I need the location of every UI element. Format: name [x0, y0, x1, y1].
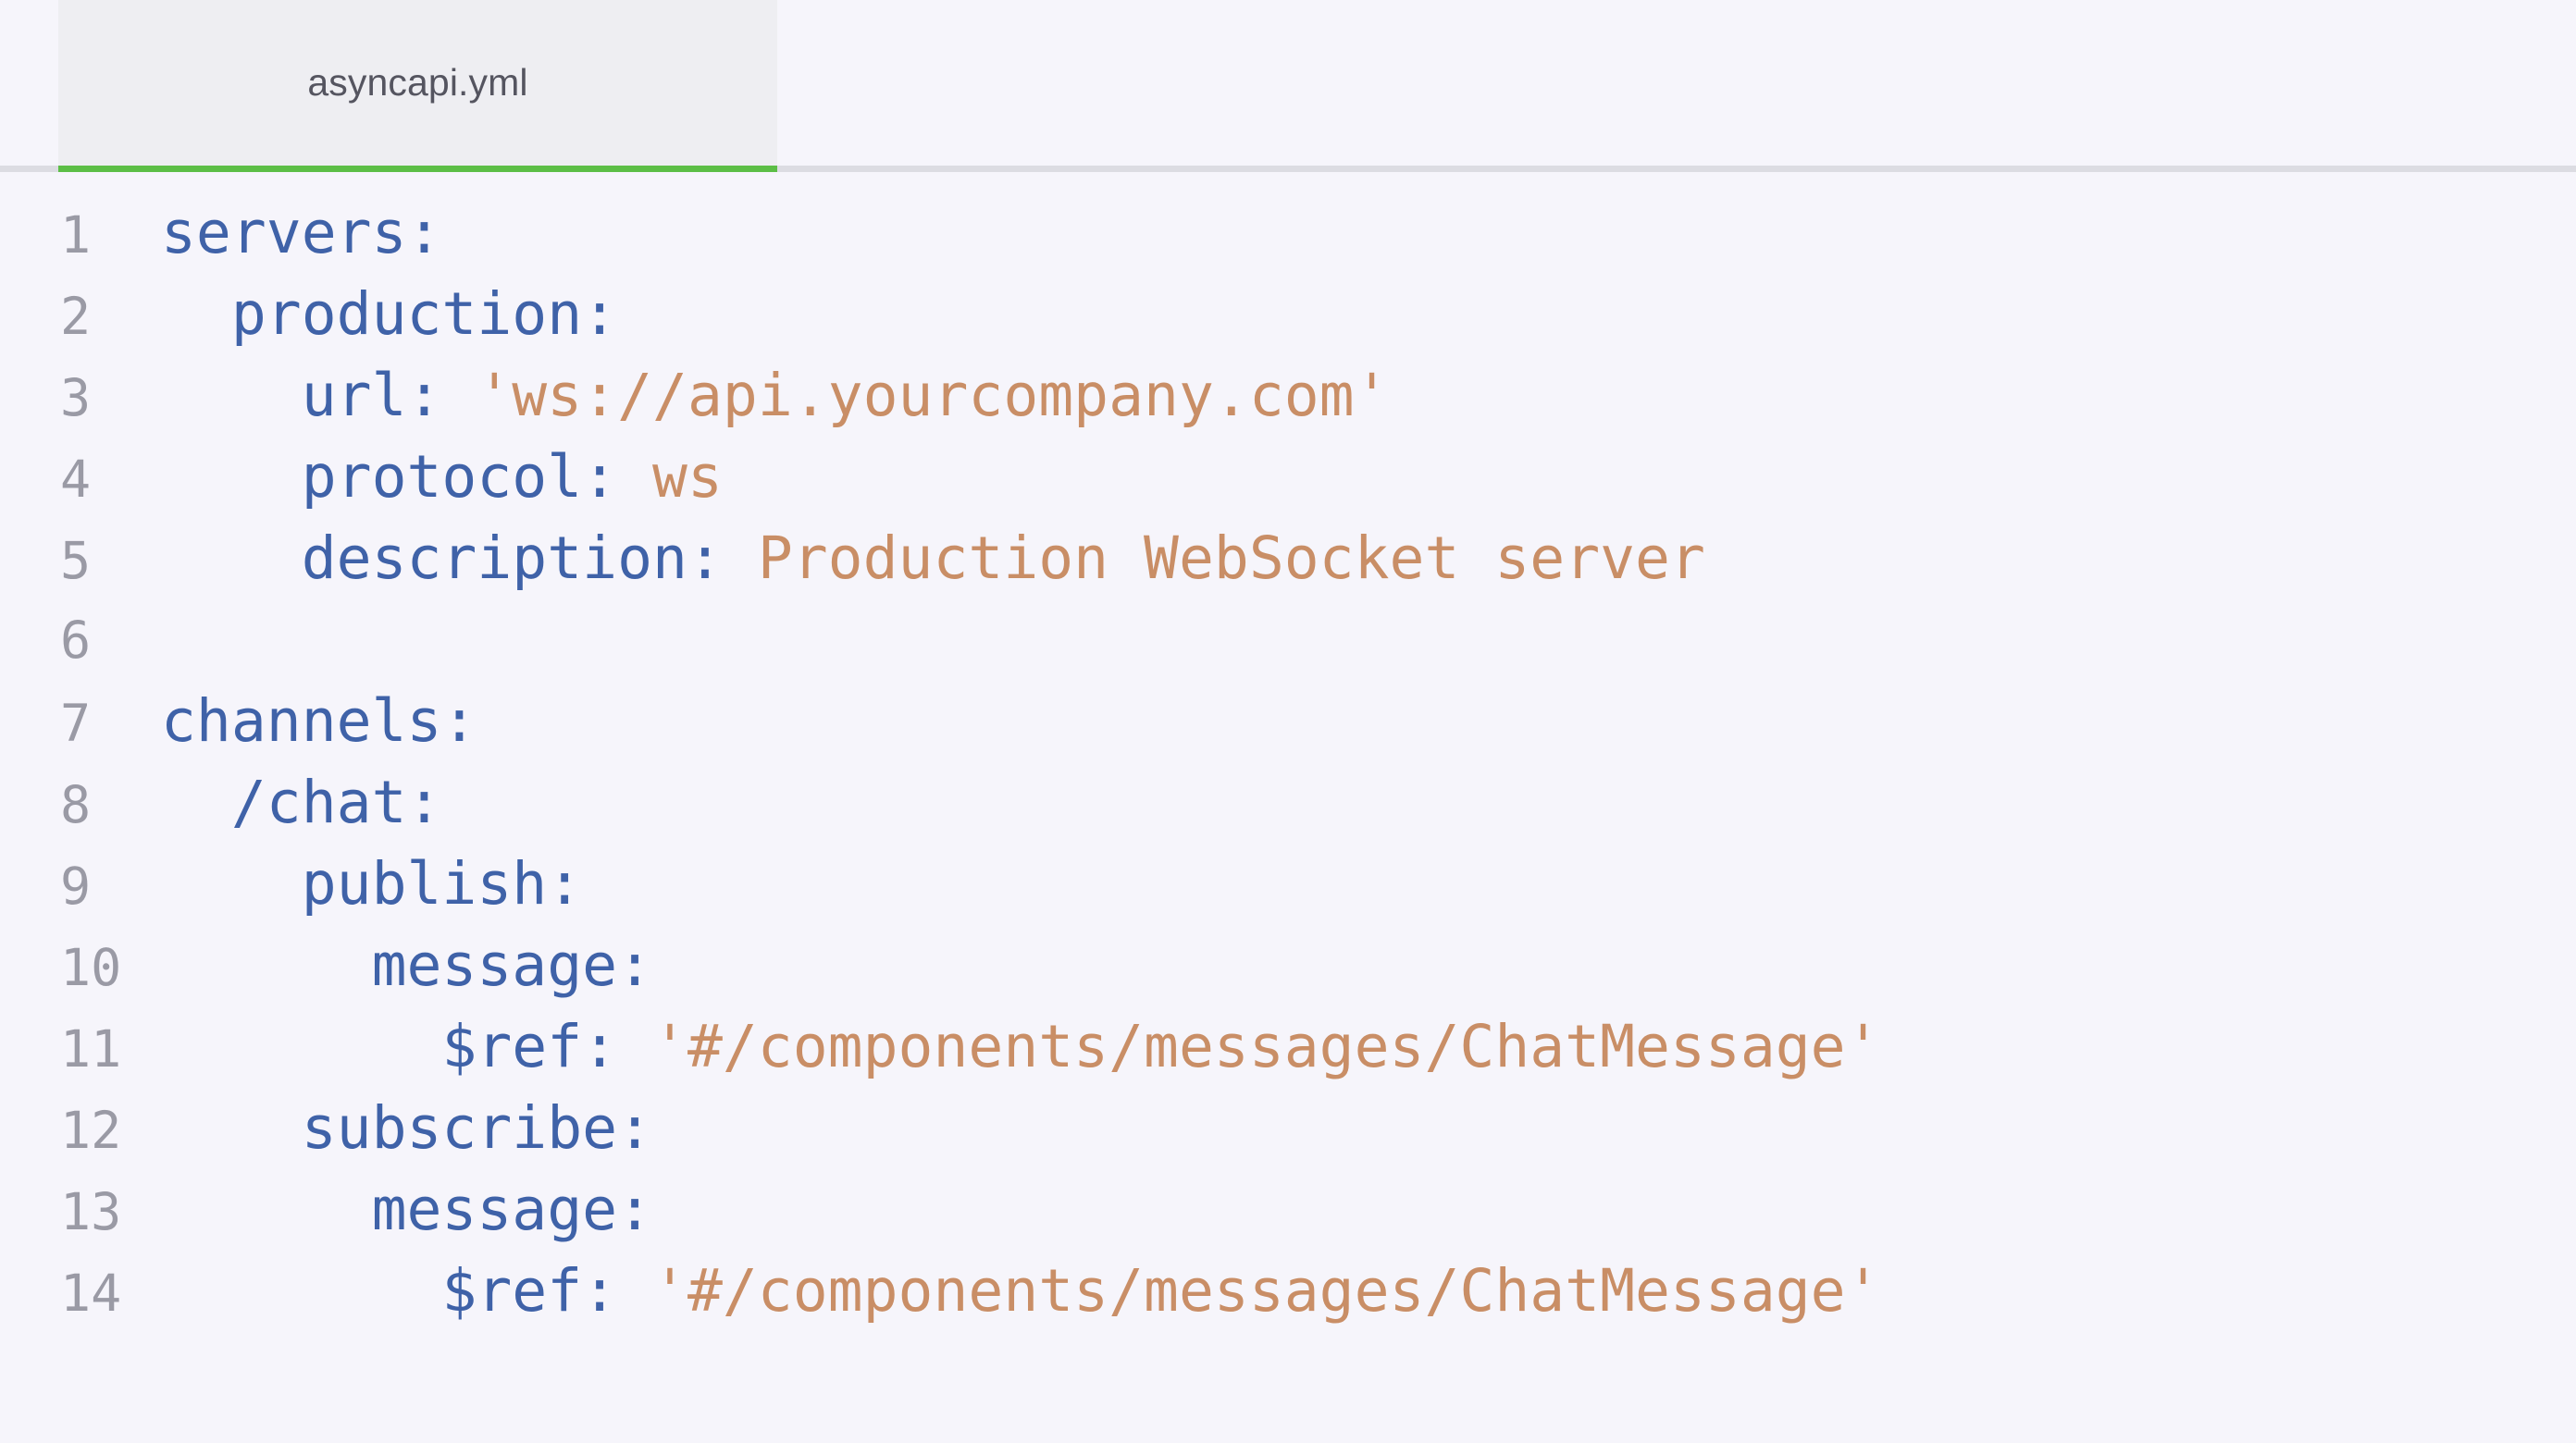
- yaml-key: $ref: [441, 1013, 583, 1080]
- code-line[interactable]: 7 channels:: [0, 681, 2576, 762]
- indent-spacer: [161, 524, 302, 592]
- code-line-text: subscribe:: [109, 1088, 652, 1169]
- line-number: 12: [60, 1101, 122, 1160]
- code-line-text: servers:: [109, 192, 441, 274]
- yaml-key: $ref: [441, 1257, 583, 1325]
- code-line[interactable]: 9 publish:: [0, 844, 2576, 925]
- code-line-text: $ref: '#/components/messages/ChatMessage…: [109, 1251, 1881, 1332]
- indent-spacer: [161, 1094, 302, 1162]
- yaml-key: channels: [161, 687, 442, 755]
- line-number: 14: [60, 1264, 122, 1323]
- code-line-text: message:: [109, 1169, 652, 1251]
- yaml-key: message: [371, 1176, 618, 1243]
- code-line[interactable]: 2 production:: [0, 274, 2576, 355]
- indent-spacer: [161, 1013, 441, 1080]
- code-line[interactable]: 13 message:: [0, 1169, 2576, 1251]
- code-line-text: production:: [109, 274, 617, 355]
- line-number: 8: [60, 775, 92, 834]
- yaml-colon: :: [406, 362, 442, 429]
- code-line[interactable]: 4 protocol: ws: [0, 437, 2576, 518]
- yaml-value: 'ws://api.yourcompany.com': [441, 362, 1390, 429]
- line-number: 10: [60, 938, 122, 997]
- yaml-key: url: [301, 362, 407, 429]
- code-line-text: publish:: [109, 844, 582, 925]
- indent-spacer: [161, 1176, 372, 1243]
- indent-spacer: [161, 280, 231, 348]
- yaml-key: description: [301, 524, 687, 592]
- code-line-text: description: Production WebSocket server: [109, 518, 1705, 599]
- line-number: 2: [60, 287, 92, 346]
- yaml-colon: :: [406, 199, 442, 266]
- code-line[interactable]: 10 message:: [0, 925, 2576, 1006]
- yaml-key: publish: [301, 850, 548, 918]
- code-line-text: /chat:: [109, 762, 442, 844]
- yaml-key: protocol: [301, 443, 583, 511]
- indent-spacer: [161, 931, 372, 999]
- line-number: 6: [60, 610, 92, 670]
- yaml-key: message: [371, 931, 618, 999]
- line-number: 13: [60, 1182, 122, 1241]
- code-line[interactable]: 5 description: Production WebSocket serv…: [0, 518, 2576, 599]
- yaml-value: ws: [617, 443, 723, 511]
- tab-asyncapi-yml[interactable]: asyncapi.yml: [58, 0, 777, 172]
- tab-label: asyncapi.yml: [307, 61, 528, 104]
- yaml-colon: :: [617, 1176, 653, 1243]
- yaml-colon: :: [582, 1013, 618, 1080]
- line-number: 11: [60, 1019, 122, 1079]
- indent-spacer: [161, 362, 302, 429]
- code-line-text: message:: [109, 925, 652, 1006]
- code-line[interactable]: 14 $ref: '#/components/messages/ChatMess…: [0, 1251, 2576, 1332]
- yaml-value: '#/components/messages/ChatMessage': [617, 1013, 1881, 1080]
- code-line[interactable]: 3 url: 'ws://api.yourcompany.com': [0, 355, 2576, 437]
- yaml-colon: :: [687, 524, 723, 592]
- line-number: 4: [60, 450, 92, 509]
- yaml-colon: :: [582, 1257, 618, 1325]
- line-number: 9: [60, 857, 92, 916]
- indent-spacer: [161, 769, 231, 836]
- line-number: 7: [60, 694, 92, 753]
- code-line-text: protocol: ws: [109, 437, 723, 518]
- yaml-colon: :: [547, 850, 583, 918]
- indent-spacer: [161, 1257, 441, 1325]
- code-line[interactable]: 1 servers:: [0, 192, 2576, 274]
- code-line-text: channels:: [109, 681, 477, 762]
- line-number: 3: [60, 368, 92, 427]
- code-line[interactable]: 11 $ref: '#/components/messages/ChatMess…: [0, 1006, 2576, 1088]
- yaml-colon: :: [582, 280, 618, 348]
- code-line[interactable]: 12 subscribe:: [0, 1088, 2576, 1169]
- editor-tab-bar: asyncapi.yml: [0, 0, 2576, 172]
- code-line-text: url: 'ws://api.yourcompany.com': [109, 355, 1390, 437]
- yaml-value: Production WebSocket server: [722, 524, 1705, 592]
- yaml-colon: :: [617, 931, 653, 999]
- yaml-key: subscribe: [301, 1094, 618, 1162]
- line-number: 5: [60, 531, 92, 590]
- yaml-colon: :: [441, 687, 477, 755]
- yaml-colon: :: [406, 769, 442, 836]
- yaml-colon: :: [582, 443, 618, 511]
- indent-spacer: [161, 443, 302, 511]
- yaml-key: production: [230, 280, 583, 348]
- yaml-key: servers: [161, 199, 407, 266]
- code-line[interactable]: 6: [0, 599, 2576, 681]
- indent-spacer: [161, 850, 302, 918]
- line-number: 1: [60, 205, 92, 265]
- yaml-key: /chat: [230, 769, 407, 836]
- code-line[interactable]: 8 /chat:: [0, 762, 2576, 844]
- code-line-text: $ref: '#/components/messages/ChatMessage…: [109, 1006, 1881, 1088]
- yaml-value: '#/components/messages/ChatMessage': [617, 1257, 1881, 1325]
- yaml-colon: :: [617, 1094, 653, 1162]
